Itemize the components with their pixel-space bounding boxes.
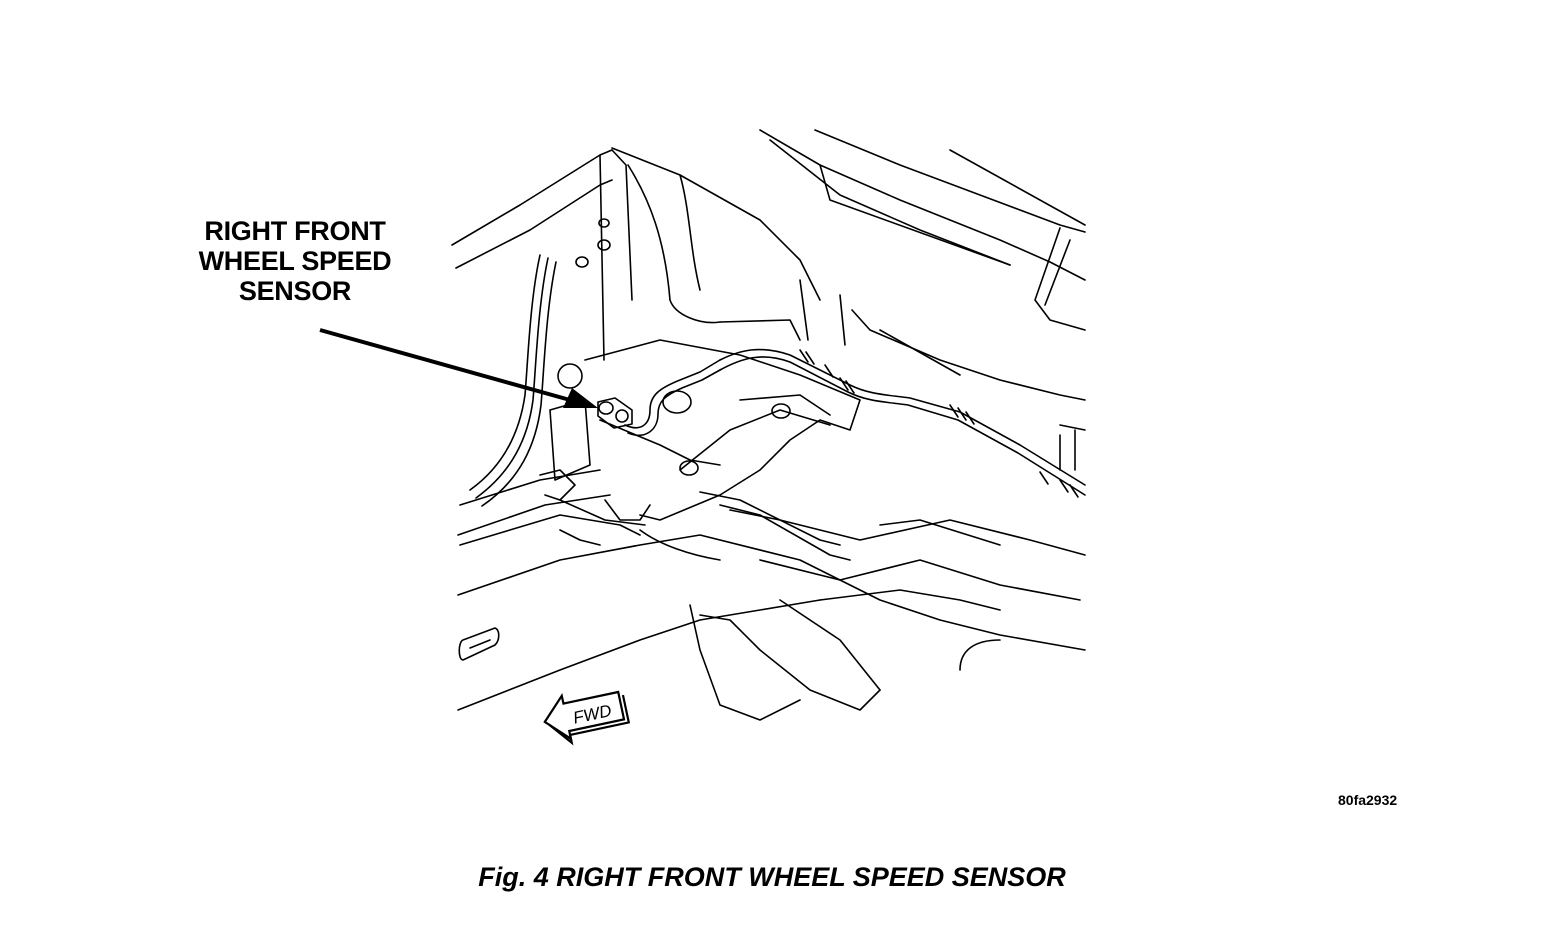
callout-line-2: WHEEL SPEED bbox=[198, 246, 392, 276]
strut-tower bbox=[611, 129, 1086, 471]
callout-line-3: SENSOR bbox=[238, 276, 352, 306]
callout-line-1: RIGHT FRONT bbox=[204, 216, 386, 246]
fwd-arrow-icon: FWD bbox=[543, 690, 631, 746]
figure-caption: Fig. 4 RIGHT FRONT WHEEL SPEED SENSOR bbox=[478, 862, 1066, 892]
lower-frame-rails bbox=[457, 509, 1086, 721]
wheel-speed-sensor bbox=[597, 397, 633, 429]
reference-code: 80fa2932 bbox=[1338, 792, 1398, 808]
callout-arrow bbox=[319, 328, 598, 408]
brake-line bbox=[624, 348, 1086, 498]
fender-apron bbox=[451, 149, 633, 536]
sensor-callout-label: RIGHT FRONT WHEEL SPEED SENSOR bbox=[180, 216, 410, 306]
